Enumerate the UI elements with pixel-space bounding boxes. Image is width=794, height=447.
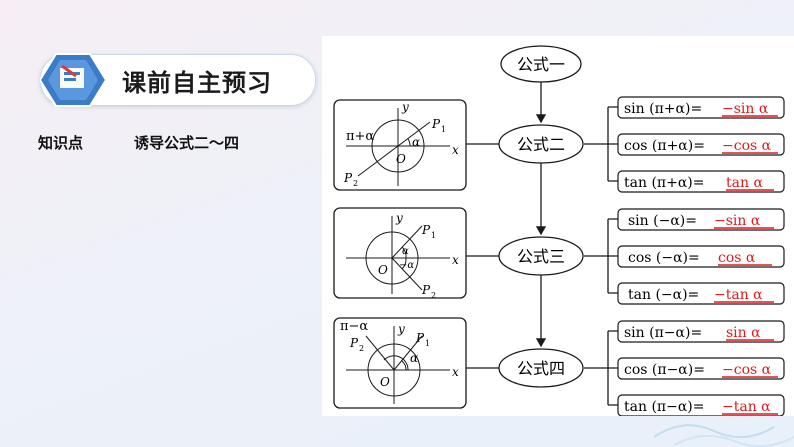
bracket-group-1 (607, 106, 618, 182)
formula-box-tan-neg: tan (−α)= −tan α (617, 282, 785, 305)
svg-text:x: x (452, 253, 459, 267)
svg-text:2: 2 (353, 179, 358, 188)
svg-text:公式一: 公式一 (517, 55, 565, 74)
node-formula-2: 公式二 (498, 124, 584, 164)
svg-text:−sin α: −sin α (722, 101, 769, 117)
unit-circle-figure-3: y x O π−α α P 1 P 2 (333, 317, 467, 409)
svg-text:cos (π−α)=: cos (π−α)= (624, 362, 705, 378)
formula-diagram: 公式一 公式二 公式三 公式四 y x O π+α α P 1 P 2 (333, 45, 785, 417)
node-formula-1: 公式一 (500, 45, 582, 83)
formula-box-tan-pi-minus: tan (π−α)= −tan α (617, 394, 785, 417)
svg-text:O: O (378, 263, 388, 277)
svg-text:y: y (401, 100, 409, 114)
decorative-wave (653, 424, 794, 447)
svg-text:P: P (349, 336, 359, 350)
svg-text:1: 1 (441, 125, 446, 134)
svg-text:tan (π+α)=: tan (π+α)= (624, 175, 704, 191)
node-formula-4: 公式四 (498, 348, 584, 388)
svg-text:2: 2 (431, 291, 436, 300)
knowledge-point-label: 知识点 (38, 134, 84, 152)
unit-circle-figure-2: y x O α −α P 1 P 2 (333, 207, 467, 300)
svg-text:sin α: sin α (726, 325, 761, 341)
svg-text:sin (π+α)=: sin (π+α)= (624, 101, 702, 117)
svg-text:cos α: cos α (718, 250, 756, 266)
svg-text:P: P (431, 117, 441, 131)
svg-text:P: P (421, 283, 431, 297)
svg-text:2: 2 (359, 344, 364, 353)
knowledge-point-topic: 诱导公式二～四 (134, 134, 240, 152)
svg-text:x: x (452, 143, 459, 157)
svg-text:−tan α: −tan α (722, 399, 771, 415)
svg-text:π+α: π+α (346, 129, 374, 144)
svg-text:cos (π+α)=: cos (π+α)= (624, 138, 705, 154)
svg-text:cos (−α)=: cos (−α)= (628, 250, 700, 266)
svg-text:−cos α: −cos α (722, 138, 772, 154)
bracket-group-3 (607, 330, 618, 406)
svg-text:α: α (412, 135, 420, 149)
node-formula-3: 公式三 (498, 236, 584, 276)
svg-text:−α: −α (399, 260, 414, 271)
formula-box-tan-pi-plus: tan (π+α)= tan α (617, 170, 785, 193)
svg-text:O: O (380, 375, 390, 389)
svg-text:y: y (397, 322, 405, 336)
svg-text:公式四: 公式四 (517, 359, 565, 378)
svg-text:sin (π−α)=: sin (π−α)= (624, 325, 702, 341)
formula-box-cos-neg: cos (−α)= cos α (617, 245, 785, 268)
section-title: 课前自主预习 (122, 69, 272, 97)
svg-text:P: P (421, 223, 431, 237)
svg-text:1: 1 (431, 231, 436, 240)
svg-text:π−α: π−α (340, 319, 368, 334)
svg-text:−cos α: −cos α (722, 362, 772, 378)
svg-text:公式三: 公式三 (517, 247, 565, 266)
unit-circle-figure-1: y x O π+α α P 1 P 2 (333, 99, 467, 191)
bracket-group-2 (607, 218, 618, 294)
svg-text:x: x (452, 365, 459, 379)
svg-text:P: P (415, 331, 425, 345)
formula-box-sin-neg: sin (−α)= −sin α (617, 208, 785, 231)
section-logo-icon (40, 53, 106, 107)
svg-text:tan (π−α)=: tan (π−α)= (624, 399, 704, 415)
svg-text:−sin α: −sin α (714, 213, 761, 229)
formula-box-cos-pi-plus: cos (π+α)= −cos α (617, 133, 785, 156)
svg-text:α: α (402, 246, 409, 257)
svg-text:1: 1 (425, 339, 430, 348)
svg-text:公式二: 公式二 (517, 135, 565, 154)
svg-text:y: y (395, 211, 403, 225)
svg-text:α: α (410, 351, 418, 365)
svg-text:O: O (396, 152, 406, 166)
svg-text:tan (−α)=: tan (−α)= (628, 287, 699, 303)
svg-text:−tan α: −tan α (714, 287, 763, 303)
svg-text:P: P (343, 171, 353, 185)
svg-text:tan α: tan α (726, 175, 763, 191)
svg-text:sin (−α)=: sin (−α)= (628, 213, 697, 229)
formula-box-cos-pi-minus: cos (π−α)= −cos α (617, 357, 785, 380)
formula-box-sin-pi-plus: sin (π+α)= −sin α (617, 96, 785, 119)
formula-diagram-panel: 公式一 公式二 公式三 公式四 y x O π+α α P 1 P 2 (322, 36, 794, 417)
formula-box-sin-pi-minus: sin (π−α)= sin α (617, 320, 785, 343)
